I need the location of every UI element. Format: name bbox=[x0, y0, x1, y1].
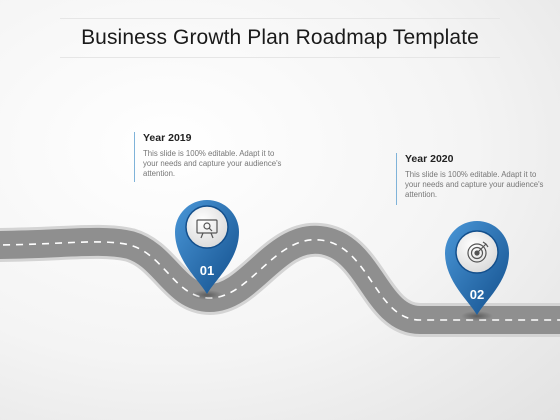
milestone-1-year: Year 2019 bbox=[143, 132, 192, 144]
milestone-1-pin[interactable]: 01 bbox=[175, 200, 239, 294]
milestone-2-text: Year 2020 This slide is 100% editable. A… bbox=[396, 153, 545, 205]
milestone-1-number: 01 bbox=[200, 263, 214, 278]
milestone-1-description: This slide is 100% editable. Adapt it to… bbox=[143, 149, 282, 178]
milestone-2-number: 02 bbox=[470, 287, 484, 302]
milestone-1-text: Year 2019 This slide is 100% editable. A… bbox=[134, 132, 283, 182]
milestone-2-year: Year 2020 bbox=[405, 153, 454, 165]
page-title: Business Growth Plan Roadmap Template bbox=[81, 26, 479, 49]
presentation-board-icon bbox=[196, 219, 218, 239]
road bbox=[0, 222, 560, 337]
pin-1-shadow bbox=[191, 290, 223, 300]
title-bar: Business Growth Plan Roadmap Template bbox=[60, 18, 500, 58]
milestone-2-pin[interactable]: 02 bbox=[445, 221, 509, 315]
pin-2-shadow bbox=[461, 311, 493, 321]
target-icon bbox=[467, 241, 489, 263]
milestone-2-description: This slide is 100% editable. Adapt it to… bbox=[405, 170, 544, 199]
